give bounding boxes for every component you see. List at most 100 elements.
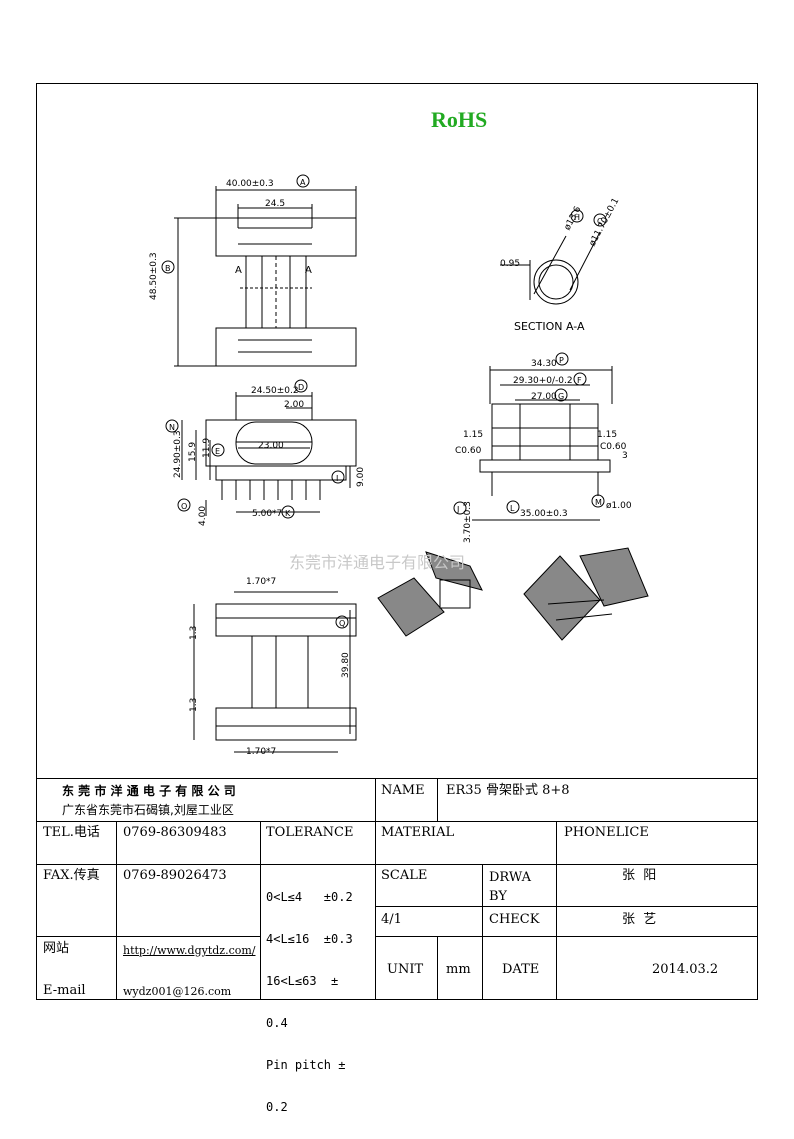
- name-value: ER35 骨架卧式 8+8: [446, 783, 570, 798]
- tolerance-line: 4<L≤16 ±0.3: [266, 932, 353, 946]
- dim-chamfer-r: C0.60: [600, 442, 627, 452]
- tag-j: J: [457, 505, 460, 514]
- company-address: 广东省东莞市石碣镇,刘屋工业区: [62, 803, 234, 817]
- dim-pin-dia: ø1.00: [606, 501, 632, 511]
- dim-bottom-pitch-top: 1.70*7: [246, 577, 277, 587]
- tolerance-line: 16<L≤63 ±: [266, 974, 339, 988]
- dim-side-f: 29.30+0/-0.2: [513, 376, 573, 386]
- check-value: 张 艺: [622, 912, 657, 927]
- tolerance-label: TOLERANCE: [266, 825, 354, 840]
- tag-f: F: [577, 376, 582, 385]
- tb-line: [36, 864, 758, 865]
- tolerance-line: 0<L≤4 ±0.2: [266, 890, 353, 904]
- tb-line: [36, 936, 260, 937]
- dim-pin-len: 4.00: [198, 505, 208, 526]
- dim-bottom-13b: 1.3: [189, 697, 199, 712]
- top-view: [161, 174, 357, 367]
- dim-front-width: 24.50±0.2: [251, 386, 299, 396]
- fax-label: FAX.传真: [43, 868, 100, 883]
- tag-n: N: [169, 423, 175, 432]
- tag-i: I: [336, 474, 339, 483]
- tag-o: O: [181, 502, 188, 511]
- tag-p: P: [559, 356, 564, 365]
- fax-value: 0769-89026473: [123, 868, 227, 883]
- tel-value: 0769-86309483: [123, 825, 227, 840]
- tb-line: [437, 778, 438, 821]
- tb-line: [437, 936, 438, 1000]
- dim-inner-width: 24.5: [265, 199, 286, 209]
- website-link[interactable]: http://www.dgytdz.com/: [123, 944, 256, 957]
- dim-side-total: 34.30: [531, 359, 557, 369]
- unit-label: UNIT: [387, 962, 424, 977]
- tag-a: A: [300, 178, 306, 187]
- tb-line: [36, 778, 758, 779]
- side-view: [453, 352, 613, 521]
- date-value: 2014.03.2: [652, 962, 719, 977]
- tag-g: G: [558, 392, 565, 401]
- check-label: CHECK: [489, 912, 540, 927]
- bottom-view: [193, 591, 357, 753]
- name-label: NAME: [381, 783, 425, 798]
- dim-front-gap: 2.00: [284, 400, 305, 410]
- tag-m: M: [595, 498, 602, 507]
- isometric-views: [377, 547, 649, 641]
- dim-height: 48.50±0.3: [149, 252, 159, 300]
- tag-l: L: [510, 504, 515, 513]
- tag-k: K: [285, 509, 291, 518]
- dim-bottom-pitch-bot: 1.70*7: [246, 747, 277, 757]
- section-marker-right: A: [305, 265, 312, 276]
- dim-front-h-n: 24.90±0.3: [173, 430, 183, 478]
- tel-label: TEL.电话: [43, 825, 100, 840]
- tolerance-line: Pin pitch ±: [266, 1058, 346, 1072]
- tb-line: [375, 778, 376, 1000]
- drawn-value: 张 阳: [622, 868, 657, 883]
- dim-bottom-13a: 1.3: [189, 625, 199, 640]
- dim-pin-h: 9.00: [356, 466, 366, 487]
- material-label: MATERIAL: [381, 825, 455, 840]
- section-label: SECTION A-A: [514, 320, 585, 333]
- dim-side-edge-r: 1.15: [597, 430, 618, 440]
- drawing-frame: [36, 83, 758, 1000]
- dim-front-core: 23.00: [258, 441, 284, 451]
- scale-label: SCALE: [381, 868, 428, 883]
- company-name: 东 莞 市 洋 通 电 子 有 限 公 司: [62, 784, 236, 798]
- tb-line: [260, 821, 261, 1000]
- dim-side-g: 27.00: [531, 392, 557, 402]
- section-marker-left: A: [235, 265, 242, 276]
- dim-side-l: 35.00±0.3: [520, 509, 568, 519]
- dim-side-edge-l: 1.15: [463, 430, 484, 440]
- dim-wall: 0.95: [500, 259, 521, 269]
- tb-line: [36, 821, 758, 822]
- tolerance-values: 0<L≤4 ±0.2 4<L≤16 ±0.3 16<L≤63 ± 0.4 Pin…: [266, 866, 353, 1139]
- tb-line: [375, 906, 758, 907]
- tolerance-line: 0.4: [266, 1016, 288, 1030]
- email-label: E-mail: [43, 983, 86, 998]
- dim-bottom-h: 39.80: [341, 652, 351, 678]
- tag-e: E: [215, 447, 221, 456]
- date-label: DATE: [502, 962, 540, 977]
- scale-value: 4/1: [381, 912, 402, 927]
- tag-c: C: [597, 217, 603, 226]
- tolerance-line: 0.2: [266, 1100, 288, 1114]
- front-view: [165, 379, 357, 519]
- drawn-label: DRWA BY: [489, 870, 532, 904]
- tag-d: D: [298, 383, 305, 392]
- dim-pin-pitch: 5.00*7: [252, 509, 283, 519]
- tag-q: Q: [339, 619, 346, 628]
- section-a-a: [500, 209, 607, 305]
- watermark: 东莞市洋通电子有限公司: [289, 553, 466, 572]
- tb-line: [116, 821, 117, 1000]
- dim-top-width: 40.00±0.3: [226, 179, 274, 189]
- tb-line: [482, 864, 483, 1000]
- dim-chamfer-l: C0.60: [455, 446, 482, 456]
- email-value: wydz001@126.com: [123, 985, 232, 998]
- tb-line: [556, 821, 557, 1000]
- unit-value: mm: [446, 962, 471, 977]
- dim-side-j: 3.70±0.3: [463, 501, 473, 543]
- web-label: 网站: [43, 941, 70, 956]
- tb-line: [375, 936, 758, 937]
- rohs-mark: RoHS: [431, 107, 488, 132]
- tag-h: H: [574, 213, 581, 222]
- dim-front-h3: 11.9: [202, 437, 212, 458]
